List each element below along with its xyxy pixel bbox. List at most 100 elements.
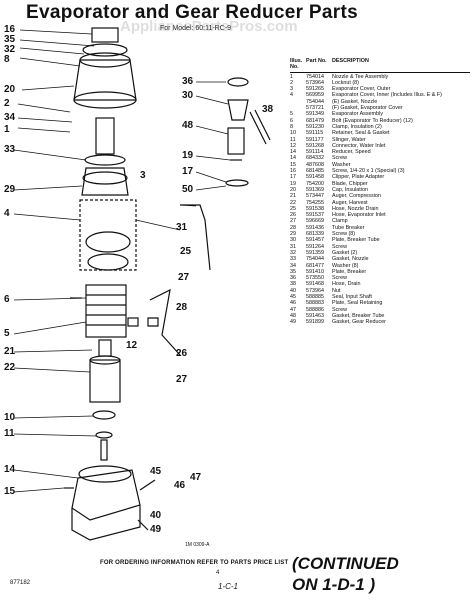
cell: 16 [290, 168, 296, 175]
callout: 47 [190, 472, 202, 483]
cell: Screw [332, 275, 347, 282]
table-row: 4 569959 Evaporator Cover, Inner (Includes… [290, 92, 470, 98]
cell: 6 [290, 117, 293, 124]
cell: 4 [290, 92, 293, 99]
callout: 49 [150, 524, 162, 535]
cell: 19 [290, 180, 296, 187]
cell: 591458 [306, 174, 324, 181]
nozzle-drain-hose-part [180, 204, 211, 271]
page-number: 4 [216, 570, 220, 576]
cell: Washer [332, 161, 351, 168]
cell: Slinger, Water [332, 136, 366, 143]
cell: 681485 [306, 168, 324, 175]
callout: 21 [4, 346, 16, 357]
inlet-hose-part [149, 288, 181, 356]
callout: 34 [4, 112, 16, 123]
cell: 14 [290, 155, 296, 162]
cell: 21 [290, 193, 296, 200]
cell: Cap, Insulation [332, 186, 368, 193]
col-illus: Illus. No. [290, 58, 303, 71]
cell: 25 [290, 205, 296, 212]
cell: Locknut (8) [332, 79, 359, 86]
continued-note-line2: ON 1-D-1 ) [292, 575, 376, 594]
cell: Hose, Drain [332, 281, 361, 288]
figure-reference: 1M 0309-A [185, 542, 210, 548]
cell: 569959 [306, 92, 324, 99]
cell: 29 [290, 231, 296, 238]
callout: 22 [4, 362, 16, 373]
cell: Blade, Chipper [332, 180, 368, 187]
cell: Auger, Harvest [332, 199, 368, 206]
callout: 8 [4, 54, 10, 65]
callout: 6 [4, 294, 10, 305]
cell: 754200 [306, 180, 324, 187]
cell: 573721 [306, 105, 324, 112]
callout: 31 [176, 222, 188, 233]
cell: Clipper, Plate Adapter [332, 174, 385, 181]
callout: 2 [4, 98, 10, 109]
cell: Connector, Water Inlet [332, 142, 386, 149]
gasket-part [82, 43, 128, 57]
inner-cover-box [79, 199, 137, 271]
callout: 32 [4, 44, 16, 55]
cell: Hose, Evaporator Inlet [332, 212, 386, 219]
callout: 20 [4, 84, 16, 95]
cell: 28 [290, 224, 296, 231]
document-number: 877182 [10, 580, 31, 586]
cell: (F) Gasket, Evaporator Cover [332, 105, 403, 112]
cell: 588885 [306, 293, 324, 300]
callout: 48 [182, 120, 194, 131]
cell: 591537 [306, 212, 324, 219]
callout: 46 [174, 480, 186, 491]
exploded-diagram [13, 27, 271, 541]
cell: 588886 [306, 306, 324, 313]
cell: 35 [290, 268, 296, 275]
watermark: AppliancePartsPros.com [120, 18, 298, 35]
cell: 34 [290, 262, 296, 269]
cell: 3 [290, 86, 293, 93]
cell: 754014 [306, 73, 324, 80]
cell: 27 [290, 218, 296, 225]
cell: 681477 [306, 262, 324, 269]
cell: 31 [290, 243, 296, 250]
cell: 591177 [306, 136, 324, 143]
cell: 754255 [306, 199, 324, 206]
cell: 40 [290, 287, 296, 294]
callout: 10 [4, 412, 16, 423]
cell: Evaporator Assembly [332, 111, 383, 118]
auger-part [89, 359, 121, 403]
table-row: 573721 (F) Gasket, Evaporator Cover [290, 105, 470, 111]
cell: Gasket, Gear Reducer [332, 319, 386, 326]
callout: 29 [4, 184, 16, 195]
cell: 681339 [306, 231, 324, 238]
nozzle-tee-part [91, 27, 119, 43]
evaporator-assembly-part [85, 284, 127, 338]
cell: 591436 [306, 224, 324, 231]
callout: 50 [182, 184, 194, 195]
nozzle-body-part [95, 117, 115, 155]
cell: 17 [290, 174, 296, 181]
cell: Gasket (2) [332, 249, 358, 256]
cell: 36 [290, 275, 296, 282]
cell: Evaporator Cover, Inner (Includes Illus.… [332, 92, 442, 99]
cell: 15 [290, 161, 296, 168]
col-description: DESCRIPTION [332, 58, 369, 64]
cell: 591457 [306, 237, 324, 244]
cell: Gasket, Breaker Tube [332, 312, 385, 319]
cell: 591265 [306, 86, 324, 93]
